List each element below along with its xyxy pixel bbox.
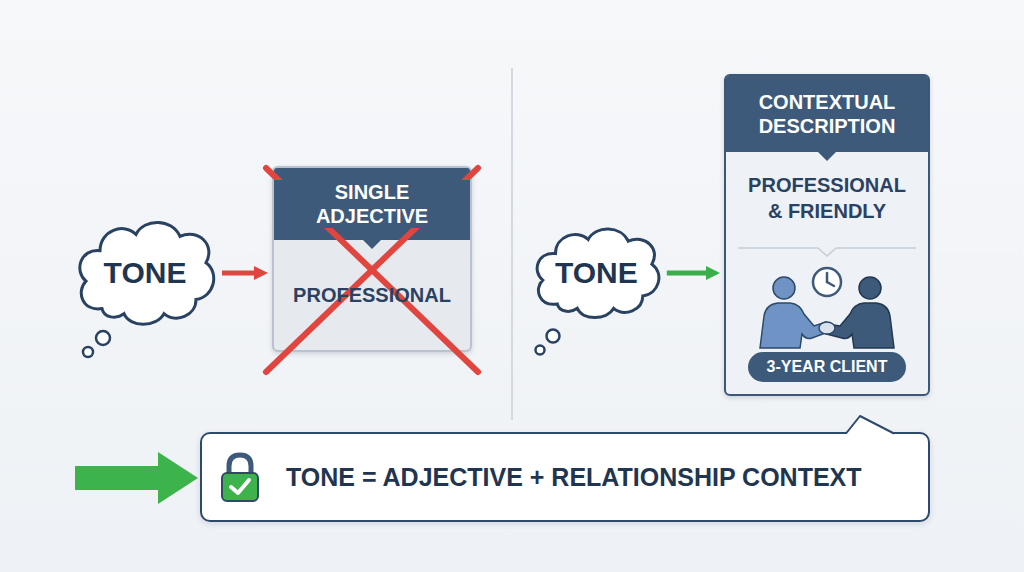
cross-stroke xyxy=(266,168,478,372)
box-heading: SINGLE ADJECTIVE xyxy=(274,180,470,228)
callout-tail xyxy=(842,414,898,438)
header-band: SINGLE ADJECTIVE xyxy=(274,168,470,240)
box-body: PROFESSIONAL & FRIENDLY xyxy=(726,152,928,224)
person-figure xyxy=(773,277,795,299)
thought-cloud: TONE xyxy=(530,220,663,326)
person-figure xyxy=(826,303,894,348)
person-figure xyxy=(760,303,828,348)
handshake-illustration xyxy=(726,240,928,352)
thought-bubble xyxy=(83,347,93,357)
text-box: SINGLE ADJECTIVE PROFESSIONAL xyxy=(272,166,472,352)
thought-bubble xyxy=(547,330,560,343)
thought-bubble xyxy=(536,346,545,355)
thought-cloud: TONE xyxy=(72,212,218,334)
person-figure xyxy=(859,277,881,299)
box-text: PROFESSIONAL xyxy=(289,282,455,308)
lock-icon xyxy=(218,451,262,503)
cloud-label: TONE xyxy=(555,256,638,290)
box-text: PROFESSIONAL & FRIENDLY xyxy=(740,172,914,224)
pill-label: 3-YEAR CLIENT xyxy=(767,358,888,376)
cloud-label: TONE xyxy=(104,256,187,290)
pointer-arrow xyxy=(75,452,198,504)
callout-box: TONE = ADJECTIVE + RELATIONSHIP CONTEXT xyxy=(200,432,930,522)
arrow-connector xyxy=(667,271,710,276)
arrow-connector xyxy=(222,271,258,276)
divider-line xyxy=(511,68,513,420)
cross-stroke xyxy=(266,168,478,372)
thought-bubble xyxy=(96,331,110,345)
header-band: CONTEXTUAL DESCRIPTION xyxy=(726,76,928,152)
text-box: CONTEXTUAL DESCRIPTION PROFESSIONAL & FRI… xyxy=(724,74,930,396)
handshake xyxy=(819,322,835,334)
clock-icon xyxy=(813,268,841,296)
box-heading: CONTEXTUAL DESCRIPTION xyxy=(726,90,928,138)
formula-text: TONE = ADJECTIVE + RELATIONSHIP CONTEXT xyxy=(286,463,862,492)
label-pill: 3-YEAR CLIENT xyxy=(748,352,906,382)
